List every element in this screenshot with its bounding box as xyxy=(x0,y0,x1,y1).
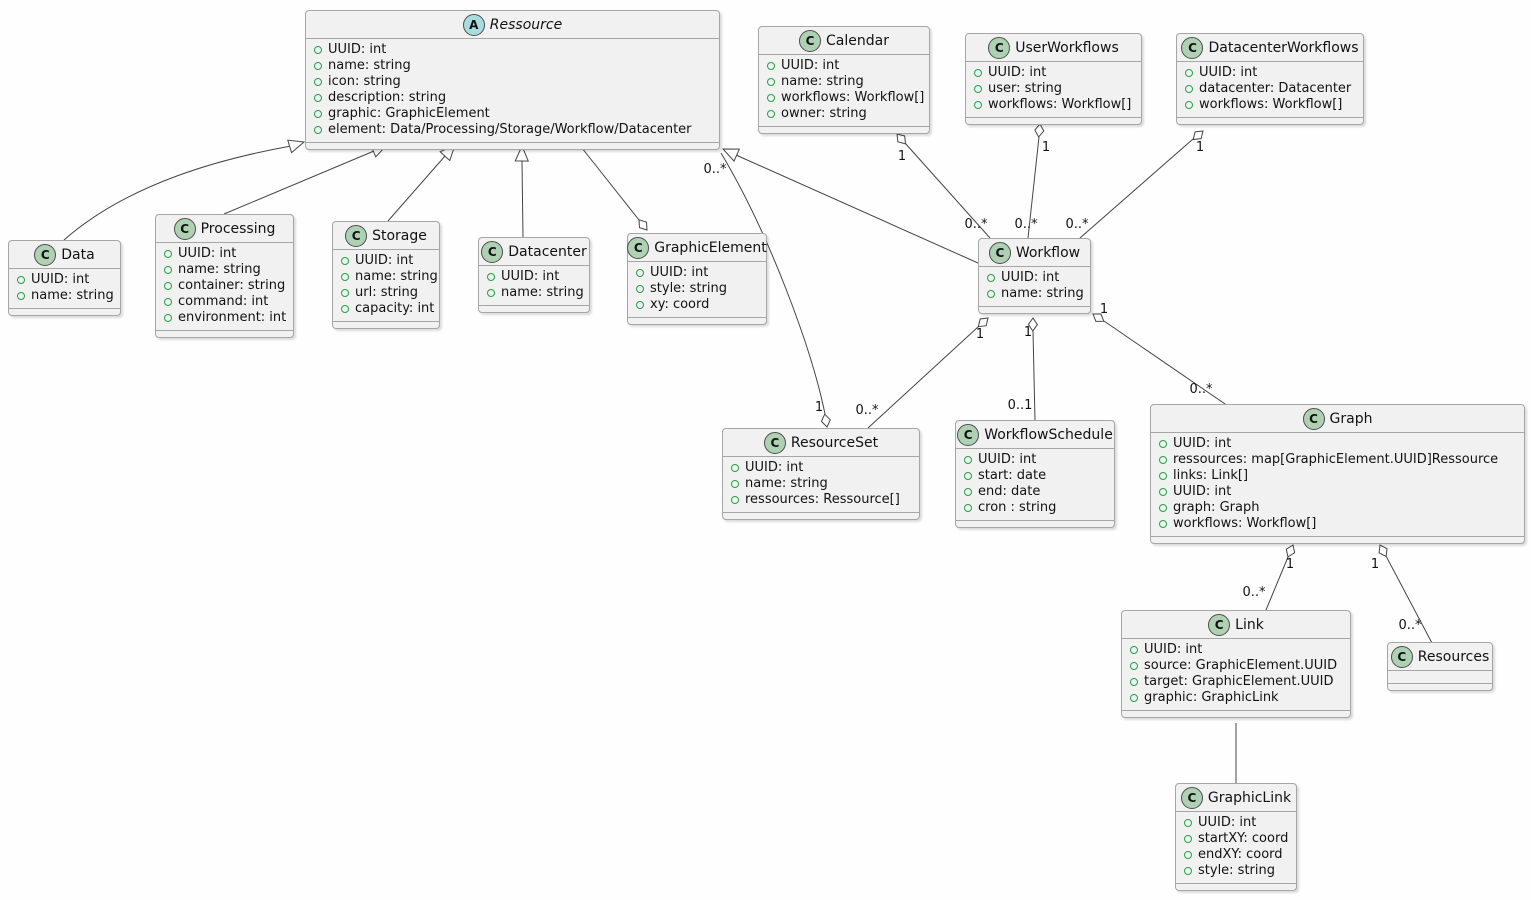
inheritance-triangle-icon xyxy=(721,148,741,162)
extends-line xyxy=(735,154,979,264)
multiplicity-label: 1 xyxy=(976,327,984,342)
aggregation-diamond-icon xyxy=(977,317,989,328)
aggregation-line xyxy=(1265,556,1289,611)
inheritance-triangle-icon xyxy=(514,144,529,162)
extends-line xyxy=(387,155,446,222)
extends-line xyxy=(223,150,375,215)
aggregation-line xyxy=(1032,330,1036,421)
edge-workflow-graph: 1 0..* xyxy=(1092,302,1229,407)
edge-graph-resources: 1 0..* xyxy=(1371,544,1433,644)
aggregation-diamond-icon xyxy=(1378,544,1388,558)
edge-userworkflows-workflow: 1 0..* xyxy=(1014,123,1050,239)
aggregation-diamond-icon xyxy=(1034,123,1045,138)
aggregation-diamond-icon xyxy=(1285,544,1296,558)
aggregation-diamond-icon xyxy=(1092,313,1105,322)
aggregation-diamond-icon xyxy=(820,413,831,428)
multiplicity-label: 0..1 xyxy=(1008,398,1033,413)
multiplicity-label: 1 xyxy=(898,149,906,164)
aggregation-diamond-icon xyxy=(1192,130,1204,141)
extends-line xyxy=(63,145,292,241)
inheritance-triangle-icon xyxy=(369,144,389,158)
edge-ressource-graphicelement xyxy=(577,142,648,231)
multiplicity-label: 0..* xyxy=(703,162,727,177)
aggregation-line xyxy=(1103,320,1229,407)
multiplicity-label: 1 xyxy=(1042,140,1050,155)
aggregation-diamond-icon xyxy=(1027,317,1038,332)
edge-resourceset-ressource: 1 0..* xyxy=(703,152,831,428)
multiplicity-label: 1 xyxy=(1196,140,1204,155)
extends-line xyxy=(521,160,524,238)
aggregation-line xyxy=(1079,138,1194,239)
multiplicity-label: 1 xyxy=(1371,557,1379,572)
edge-workflow-ressource xyxy=(721,148,979,264)
inheritance-triangle-icon xyxy=(287,139,306,154)
aggregation-line xyxy=(577,142,640,221)
multiplicity-label: 0..* xyxy=(1189,382,1213,397)
multiplicity-label: 0..* xyxy=(1398,618,1422,633)
multiplicity-label: 0..* xyxy=(964,217,988,232)
aggregation-line xyxy=(1385,555,1433,644)
multiplicity-label: 0..* xyxy=(1014,217,1038,232)
aggregation-diamond-icon xyxy=(638,219,648,231)
multiplicity-label: 1 xyxy=(815,400,823,415)
multiplicity-label: 1 xyxy=(1286,557,1294,572)
edge-graph-link: 1 0..* xyxy=(1242,544,1296,611)
edge-workflow-resourceset: 1 0..* xyxy=(855,317,989,429)
edge-datacenter-ressource xyxy=(514,144,529,238)
aggregation-line xyxy=(867,326,979,429)
multiplicity-label: 1 xyxy=(1024,325,1032,340)
aggregation-diamond-icon xyxy=(896,133,907,145)
multiplicity-label: 1 xyxy=(1100,302,1108,317)
edge-calendar-workflow: 1 0..* xyxy=(896,133,991,239)
aggregation-line xyxy=(904,142,991,239)
multiplicity-label: 0..* xyxy=(1242,585,1266,600)
multiplicity-label: 0..* xyxy=(855,403,879,418)
aggregation-line xyxy=(720,152,826,415)
edge-storage-ressource xyxy=(387,144,456,222)
edge-workflow-workflowschedule: 1 0..1 xyxy=(1008,317,1038,421)
inheritance-triangle-icon xyxy=(439,144,456,162)
edge-data-ressource xyxy=(63,139,306,241)
multiplicity-label: 0..* xyxy=(1065,217,1089,232)
edge-datacenterworkflows-workflow: 1 0..* xyxy=(1065,130,1204,239)
aggregation-line xyxy=(1027,136,1040,239)
